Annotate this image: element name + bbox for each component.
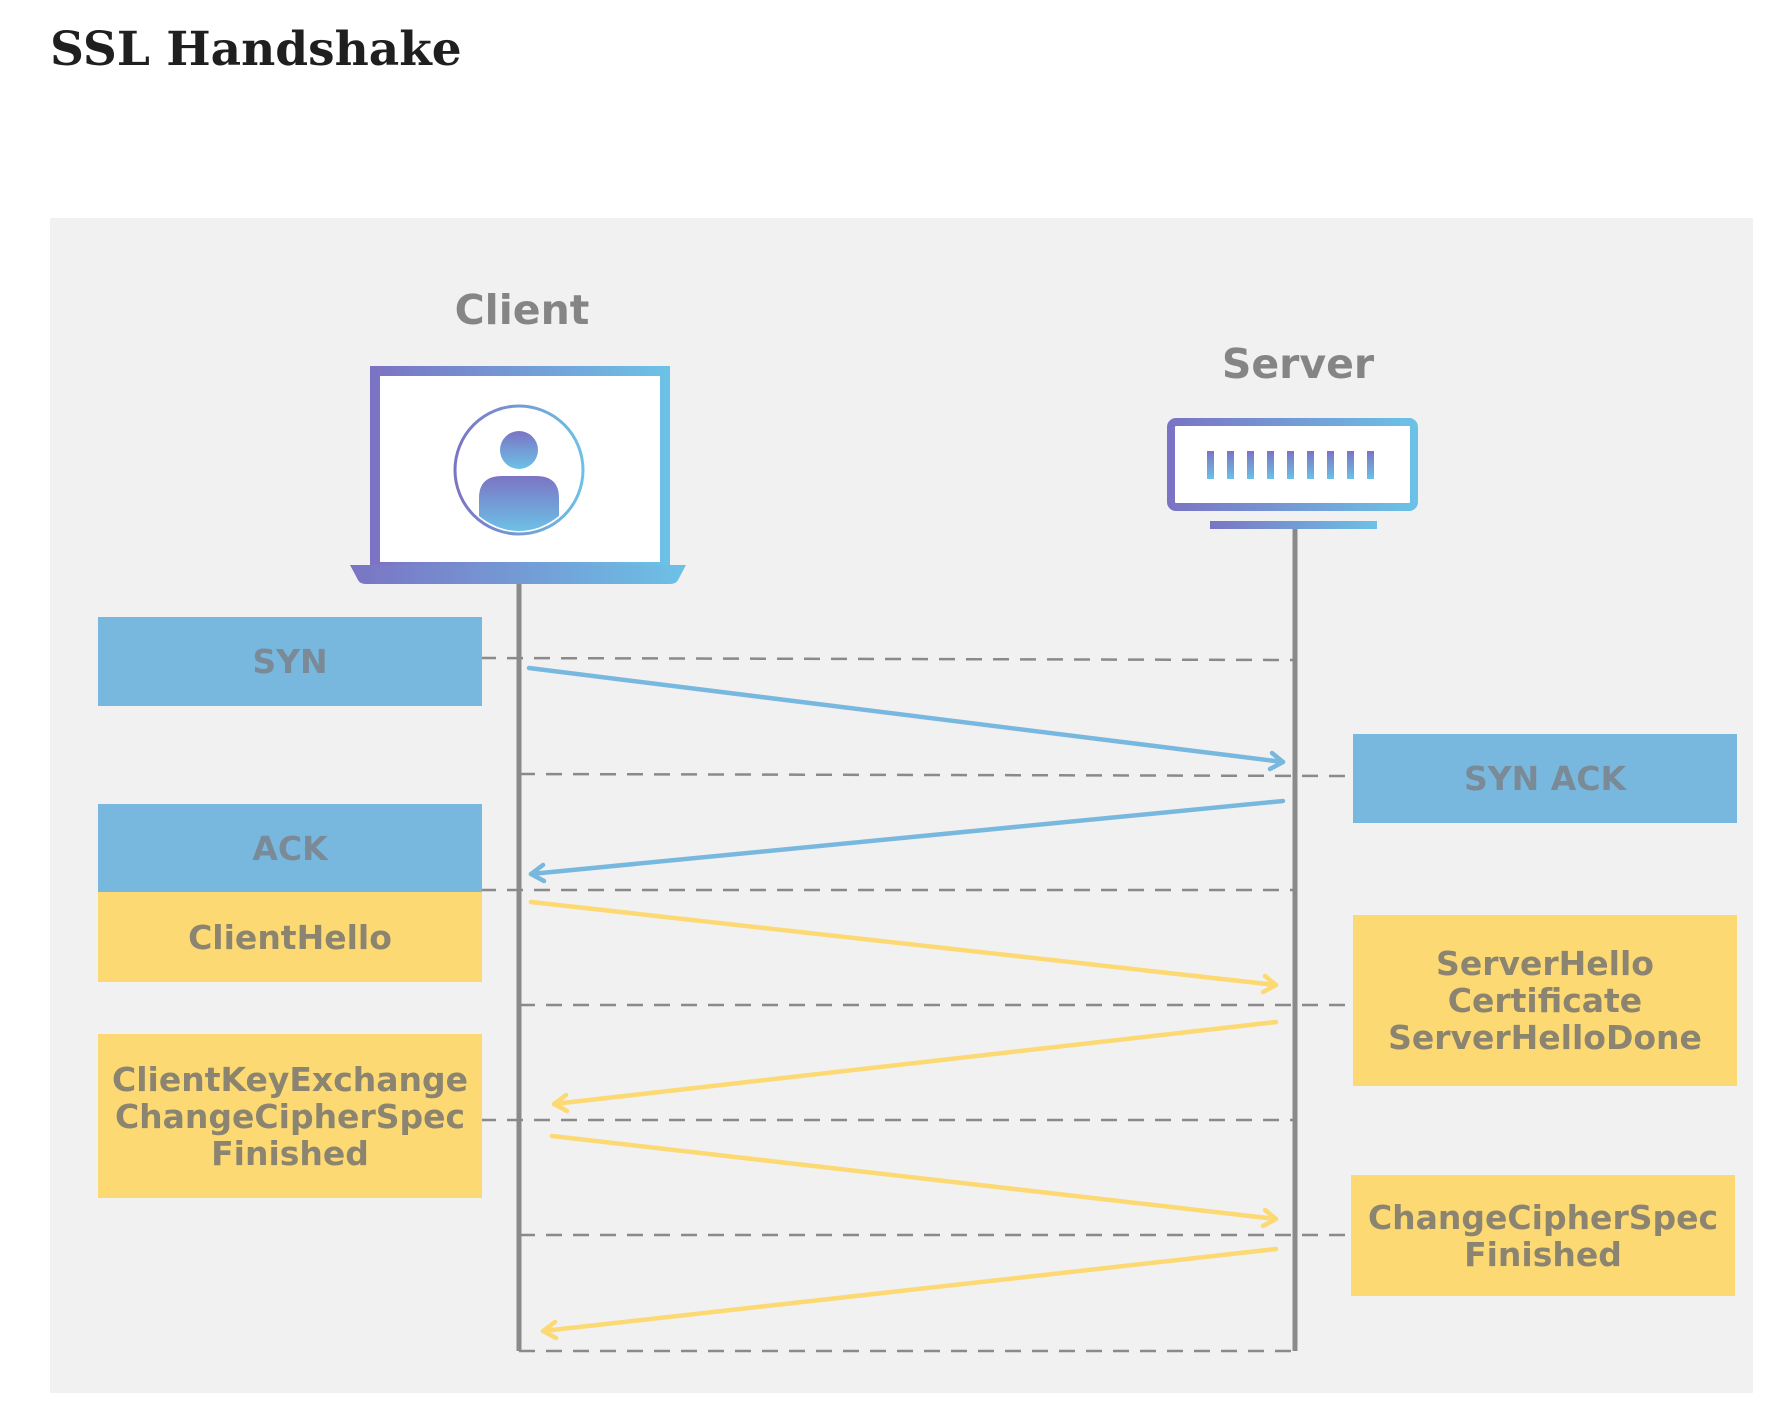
arrow-syn-ack [528, 798, 1286, 884]
client-label: Client [454, 286, 590, 334]
server-rack-icon [1167, 418, 1418, 529]
arrow-server-finished [540, 1246, 1279, 1341]
laptop-user-icon [350, 366, 686, 584]
page-title: SSL Handshake [50, 22, 462, 77]
syn-ack-box: SYN ACK [1353, 734, 1737, 823]
server-hello-box: ServerHello Certificate ServerHelloDone [1353, 915, 1737, 1086]
client-hello-box: ClientHello [98, 892, 482, 982]
server-finished-box: ChangeCipherSpec Finished [1351, 1175, 1735, 1296]
diagram-canvas [350, 366, 1418, 1353]
arrow-client-key-exchange [549, 1133, 1279, 1229]
arrow-server-hello [551, 1019, 1279, 1114]
ssl-handshake-diagram: Client Server SYN SYN ACK ACK ClientHell… [50, 218, 1753, 1393]
client-key-exchange-box: ClientKeyExchange ChangeCipherSpec Finis… [98, 1034, 482, 1198]
arrow-syn [526, 665, 1286, 772]
arrow-client-hello [528, 899, 1279, 995]
step-separators [479, 656, 1351, 1353]
server-label: Server [1221, 340, 1375, 388]
ack-box: ACK [98, 804, 482, 892]
syn-box: SYN [98, 617, 482, 706]
